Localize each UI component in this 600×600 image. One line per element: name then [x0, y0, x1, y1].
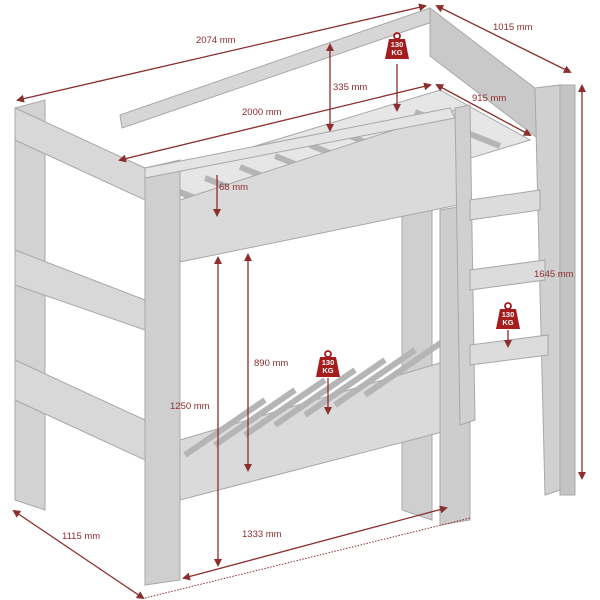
label-guard-height: 335 mm — [333, 82, 368, 93]
dim-mattress-length — [118, 82, 432, 163]
dim-overall-depth — [435, 5, 572, 73]
dim-footprint-depth — [12, 509, 145, 600]
dim-front-opening — [182, 505, 448, 581]
label-slat-recess: 68 mm — [219, 182, 249, 193]
label-mattress-length: 2000 mm — [242, 107, 282, 118]
label-overall-depth: 1015 mm — [493, 22, 533, 33]
dim-overall-length — [16, 3, 427, 103]
label-front-opening: 1333 mm — [242, 529, 282, 540]
label-footprint-depth: 1115 mm — [62, 531, 101, 542]
dimension-lines — [12, 3, 586, 600]
label-under-bed-clearance: 890 mm — [254, 358, 289, 369]
label-overall-length: 2074 mm — [196, 35, 236, 46]
label-top-bed-height: 1250 mm — [170, 401, 210, 412]
label-overall-height: 1645 mm — [534, 269, 574, 280]
label-mattress-width: 915 mm — [472, 93, 507, 104]
dim-mattress-width — [435, 84, 532, 136]
